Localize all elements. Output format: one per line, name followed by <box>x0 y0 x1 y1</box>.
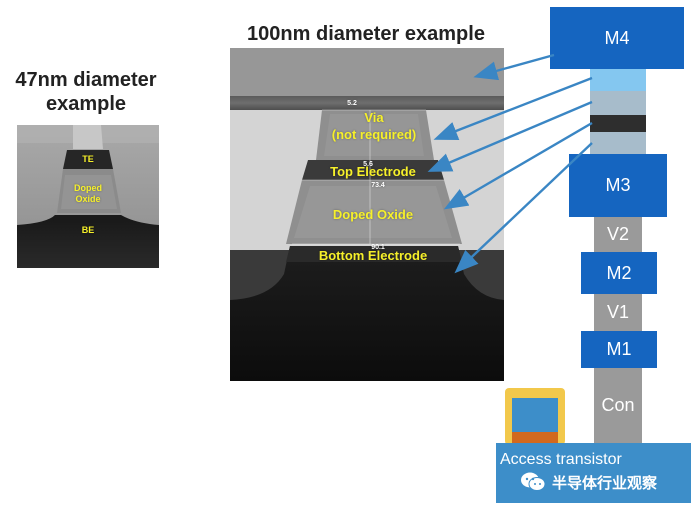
title-100nm-example: 100nm diameter example <box>247 23 485 45</box>
gate-oxide <box>512 432 558 443</box>
layer-contact: Con <box>594 368 642 443</box>
wechat-icon <box>521 472 546 491</box>
label-doped-oxide-small: Doped Oxide <box>74 183 102 204</box>
layer-doped-oxide <box>590 115 646 132</box>
title-47nm-example: 47nm diameter example <box>15 69 157 115</box>
gate-electrode <box>512 398 558 432</box>
layer-via-cap <box>590 69 646 91</box>
measurement-4: 90.1 <box>371 244 385 251</box>
layer-bottom-electrode <box>590 132 646 154</box>
layer-m4: M4 <box>550 7 684 69</box>
layer-m1: M1 <box>581 331 657 368</box>
label-via: Via <box>364 110 384 125</box>
label-top-electrode: Top Electrode <box>330 164 416 179</box>
access-transistor-label: Access transistor <box>500 451 622 468</box>
label-via-note: (not required) <box>331 127 417 142</box>
layer-v2-label: V2 <box>606 224 630 244</box>
label-te: TE <box>82 154 94 164</box>
watermark-text: 半导体行业观察 <box>552 473 658 492</box>
layer-m2-label: M2 <box>606 262 632 283</box>
layer-contact-label: Con <box>601 395 635 415</box>
label-bottom-electrode: Bottom Electrode <box>318 248 428 263</box>
measurement-3: 73.4 <box>371 182 385 189</box>
layer-m1-label: M1 <box>606 339 632 359</box>
layer-m4-label: M4 <box>604 27 630 48</box>
measurement-1: 5.2 <box>347 100 357 107</box>
layer-v1: V1 <box>594 294 642 331</box>
watermark: 半导体行业观察 <box>520 470 690 494</box>
measurement-2: 5.6 <box>363 161 373 168</box>
tem-image-47nm-drawing <box>17 125 159 268</box>
tem-image-100nm: 5.2 5.6 73.4 90.1 Via (not required) Top… <box>230 48 504 381</box>
label-be: BE <box>81 225 95 235</box>
layer-v1-label: V1 <box>606 302 630 322</box>
layer-m3: M3 <box>569 154 667 217</box>
layer-m2: M2 <box>581 252 657 294</box>
layer-v2: V2 <box>594 217 642 252</box>
layer-top-electrode <box>590 91 646 115</box>
layer-m3-label: M3 <box>605 175 631 195</box>
label-doped-oxide: Doped Oxide <box>332 207 414 222</box>
tem-image-47nm: TE Doped Oxide BE <box>17 125 159 268</box>
